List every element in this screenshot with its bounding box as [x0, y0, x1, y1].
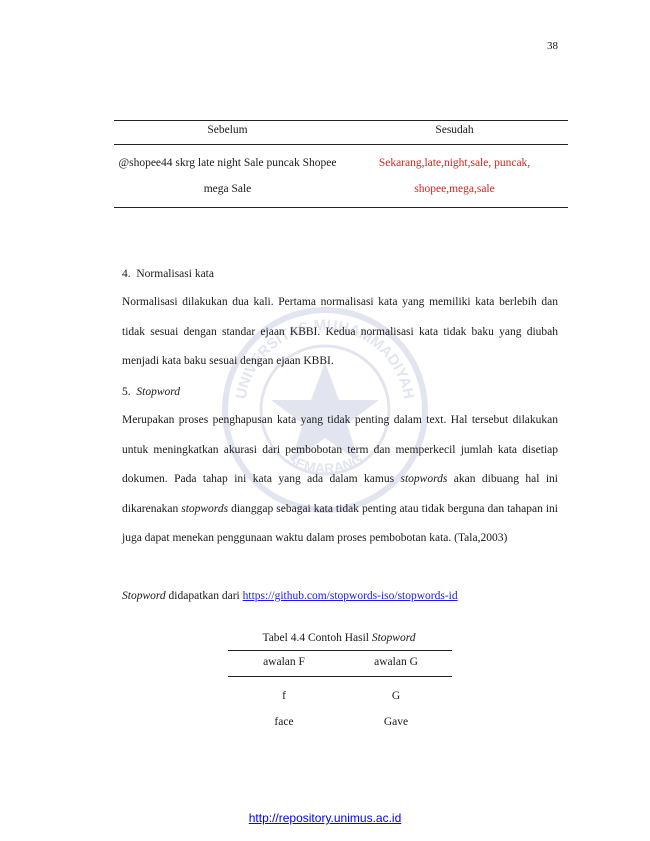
- table-row: face Gave: [228, 709, 452, 735]
- source-term: Stopword: [122, 590, 166, 602]
- paragraph-term: stopwords: [181, 502, 229, 515]
- paragraph-text: dianggap sebagai kata tidak penting atau…: [122, 502, 558, 545]
- caption-prefix: Tabel 4.4 Contoh Hasil: [262, 632, 372, 644]
- column-header-awalan-f: awalan F: [228, 650, 340, 677]
- section-heading-normalisasi: 4. Normalisasi kata: [122, 268, 214, 280]
- section-heading-stopword: 5. Stopword: [122, 386, 180, 398]
- paragraph-term: stopwords: [400, 473, 448, 485]
- section-title: Stopword: [136, 386, 181, 398]
- table-cell: face: [274, 716, 294, 728]
- paragraph-normalisasi: Normalisasi dilakukan dua kali. Pertama …: [122, 296, 558, 367]
- paragraph-stopword: Merupakan proses penghapusan kata yang t…: [122, 406, 558, 554]
- source-text: didapatkan dari: [165, 590, 243, 602]
- table-row: @shopee44 skrg late night Sale puncak Sh…: [114, 145, 568, 208]
- comparison-table: Sebelum Sesudah @shopee44 skrg late nigh…: [114, 120, 568, 208]
- table-cell: G: [391, 690, 401, 702]
- page-number: 38: [547, 40, 558, 52]
- caption-term: Stopword: [371, 632, 416, 644]
- table-cell: f: [282, 690, 286, 702]
- column-header-before: Sebelum: [114, 120, 341, 145]
- stopword-source-line: Stopword didapatkan dari https://github.…: [122, 590, 458, 602]
- table-cell: Gave: [383, 716, 409, 728]
- paragraph-text: Merupakan proses penghapusan kata yang t…: [122, 414, 558, 485]
- table-caption: Tabel 4.4 Contoh Hasil Stopword: [0, 632, 650, 644]
- column-header-awalan-g: awalan G: [340, 650, 452, 677]
- paragraph-text: akan dibuang hal ini dikarenakan: [122, 473, 558, 515]
- section-title: Normalisasi kata: [136, 268, 214, 280]
- stopword-example-table: awalan F awalan G f G face Gave: [228, 650, 452, 735]
- cell-before: @shopee44 skrg late night Sale puncak Sh…: [118, 157, 337, 195]
- column-header-after: Sesudah: [341, 120, 568, 145]
- table-row: f G: [228, 683, 452, 709]
- section-number: 5.: [122, 386, 131, 398]
- stopword-source-link[interactable]: https://github.com/stopwords-iso/stopwor…: [242, 590, 458, 602]
- cell-after: Sekarang,late,night,sale, puncak, shopee…: [378, 157, 531, 195]
- section-number: 4.: [122, 268, 131, 280]
- repository-link[interactable]: http://repository.unimus.ac.id: [248, 811, 402, 825]
- footer: http://repository.unimus.ac.id: [0, 811, 650, 825]
